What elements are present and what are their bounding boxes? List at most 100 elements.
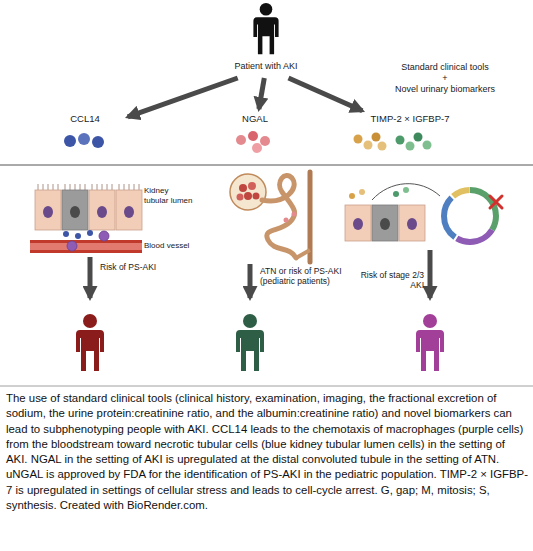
- tubule-illustration: [75, 233, 81, 239]
- cell-arrest-illustration: [353, 218, 363, 230]
- tubule-illustration: [30, 243, 142, 250]
- flow-arrow: [259, 78, 264, 109]
- cell-arrest-illustration: [393, 191, 399, 197]
- annotation-label: Kidney tubular lumen: [144, 186, 194, 205]
- ccl14-molecules: [78, 133, 90, 145]
- timp-igfbp-molecules: [354, 133, 432, 151]
- outcome-arrow: [88, 257, 93, 298]
- figure-caption: The use of standard clinical tools (clin…: [6, 391, 528, 513]
- tubule-illustration: [65, 184, 66, 190]
- ccl14-molecules: [92, 136, 104, 148]
- nephron-illustration: [284, 218, 289, 223]
- outcome-person: [76, 314, 104, 371]
- tubule-illustration: [70, 206, 80, 218]
- separator-line: [0, 165, 533, 386]
- cell-arrest-illustration: [490, 196, 502, 208]
- tubule-illustration: [112, 184, 113, 190]
- nephron-illustration: [230, 172, 310, 262]
- node-label: Patient with AKI: [206, 58, 326, 71]
- cell-arrest-illustration: [407, 218, 417, 230]
- cell-arrest-illustration: [444, 190, 496, 242]
- tubule-illustration: [92, 184, 93, 190]
- tubule-illustration: [53, 184, 54, 190]
- node-label: NGAL: [225, 112, 285, 125]
- tubule-illustration: [70, 184, 71, 190]
- timp-igfbp-molecules: [372, 133, 381, 142]
- timp-igfbp-molecules: [423, 141, 432, 150]
- tubule-illustration: [38, 184, 139, 190]
- timp-igfbp-molecules: [406, 142, 415, 151]
- ccl14-molecules: [64, 133, 104, 148]
- separator-line: [0, 165, 533, 166]
- tubule-illustration: [85, 184, 86, 190]
- nephron-illustration: [239, 184, 247, 192]
- biomarker-node: Patient with AKI: [206, 58, 326, 78]
- tubule-illustration: [30, 184, 142, 253]
- nephron-illustration: [262, 175, 296, 258]
- tubule-illustration: [35, 190, 61, 230]
- nephron-illustration: [244, 192, 252, 200]
- node-label: TIMP-2 × IGFBP-7: [340, 112, 480, 125]
- tubule-illustration: [89, 190, 115, 230]
- ccl14-molecules: [64, 135, 76, 147]
- tubule-illustration: [134, 184, 135, 190]
- cell-arrest-illustration: [359, 189, 365, 195]
- nephron-illustration: [237, 194, 244, 201]
- tubule-illustration: [62, 190, 88, 230]
- tubule-illustration: [124, 206, 134, 218]
- nephron-illustration: [296, 250, 310, 258]
- annotation-label: Risk of PS-AKI: [100, 262, 180, 272]
- separator-line: [0, 386, 533, 387]
- cell-arrest-illustration: [345, 184, 502, 242]
- annotation-label: +: [385, 73, 505, 84]
- ngal-molecules: [248, 131, 258, 141]
- biomarker-node: CCL14: [45, 112, 125, 152]
- cell-arrest-illustration: [372, 184, 440, 200]
- flow-arrow: [128, 78, 238, 117]
- outcome-arrow: [90, 250, 430, 298]
- patient-icon: [253, 3, 278, 54]
- cell-arrest-illustration: [349, 193, 355, 199]
- timp-igfbp-molecules: [414, 133, 423, 142]
- timp-igfbp-molecules: [396, 136, 405, 145]
- tubule-illustration: [80, 184, 81, 190]
- tubule-illustration: [102, 184, 103, 190]
- ngal-molecules: [236, 131, 270, 153]
- annotation-label: Novel urinary biomarkers: [385, 84, 505, 95]
- tubule-illustration: [58, 184, 59, 190]
- cell-arrest-illustration: [345, 205, 371, 241]
- nephron-illustration: [292, 212, 297, 217]
- outcome-person: [236, 314, 264, 371]
- tubule-illustration: [119, 184, 120, 190]
- tubule-illustration: [75, 184, 76, 190]
- node-label: CCL14: [45, 112, 125, 125]
- tubule-illustration: [30, 240, 142, 253]
- biomarker-node: NGAL: [225, 112, 285, 152]
- cell-arrest-illustration: [372, 205, 398, 241]
- tubule-illustration: [129, 184, 130, 190]
- annotation-label: Risk of stage 2/3 AKI: [360, 270, 424, 290]
- cell-arrest-illustration: [399, 205, 425, 241]
- cell-arrest-illustration: [380, 218, 390, 230]
- cell-arrest-illustration: [444, 190, 496, 242]
- ngal-molecules: [236, 135, 246, 145]
- patient-icon: [253, 3, 278, 54]
- tubule-illustration: [43, 206, 53, 218]
- nephron-illustration: [248, 182, 256, 190]
- tubule-illustration: [107, 184, 108, 190]
- tubule-illustration: [124, 184, 125, 190]
- nephron-illustration: [230, 174, 266, 210]
- flow-arrow: [289, 78, 363, 111]
- annotation-label: Standard clinical tools: [385, 62, 505, 73]
- outcome-person: [416, 314, 444, 371]
- tubule-illustration: [48, 184, 49, 190]
- ngal-molecules: [252, 143, 262, 153]
- tubule-illustration: [116, 190, 142, 230]
- annotation-label: Blood vessel: [144, 241, 204, 251]
- tubule-illustration: [43, 184, 44, 190]
- tubule-illustration: [99, 231, 109, 241]
- cell-arrest-illustration: [403, 187, 409, 193]
- outcome-person: [76, 314, 444, 371]
- nephron-illustration: [308, 172, 313, 262]
- tubule-illustration: [63, 231, 69, 237]
